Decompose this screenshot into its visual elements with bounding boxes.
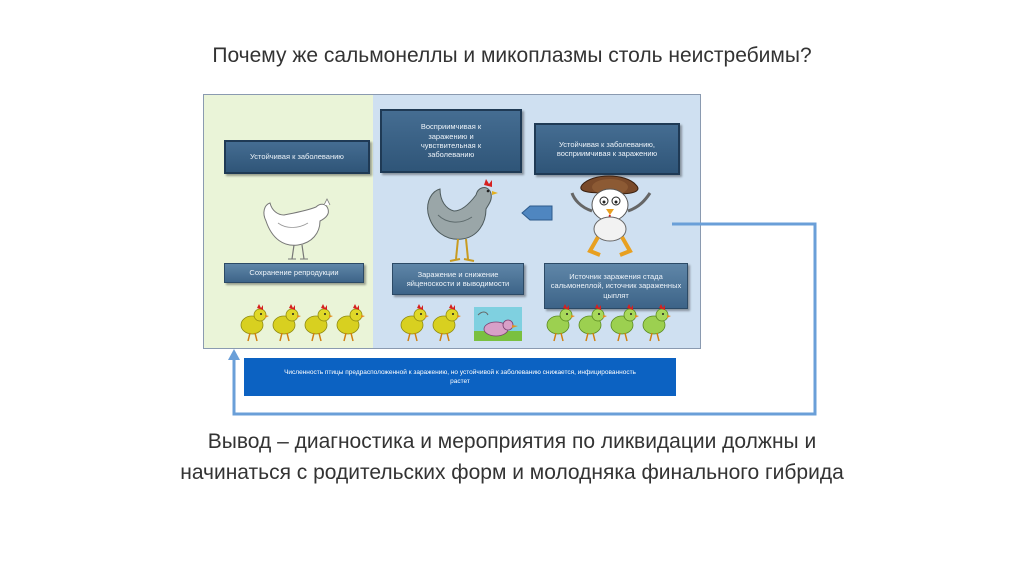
box-infection-source: Источник заражения стада сальмонеллой, и… (544, 263, 688, 309)
infection-diagram: Устойчивая к заболеванию Сохранение репр… (203, 94, 701, 349)
green-chick-icon (546, 303, 672, 342)
yellow-chick-icon (240, 303, 366, 342)
box-reproduction-preserved: Сохранение репродукции (224, 263, 364, 283)
grey-hen-icon (427, 179, 498, 262)
sick-chick-icon (474, 307, 522, 341)
box-resistant-susceptible: Устойчивая к заболеванию, восприимчивая … (534, 123, 680, 175)
cartoon-rooster-icon (570, 175, 652, 257)
population-trend-note: Численность птицы предрасположенной к за… (244, 358, 676, 396)
left-arrow-icon (521, 205, 553, 221)
slide-title: Почему же сальмонеллы и микоплазмы столь… (212, 44, 812, 67)
box-susceptible-to-infection: Восприимчивая к заражению и чувствительн… (380, 109, 522, 173)
slide-conclusion: Вывод – диагностика и мероприятия по лик… (180, 430, 844, 484)
box-infection-decline: Заражение и снижение яйценоскости и выво… (392, 263, 524, 295)
box-resistant-to-disease: Устойчивая к заболеванию (224, 140, 370, 174)
white-hen-icon (263, 198, 331, 260)
